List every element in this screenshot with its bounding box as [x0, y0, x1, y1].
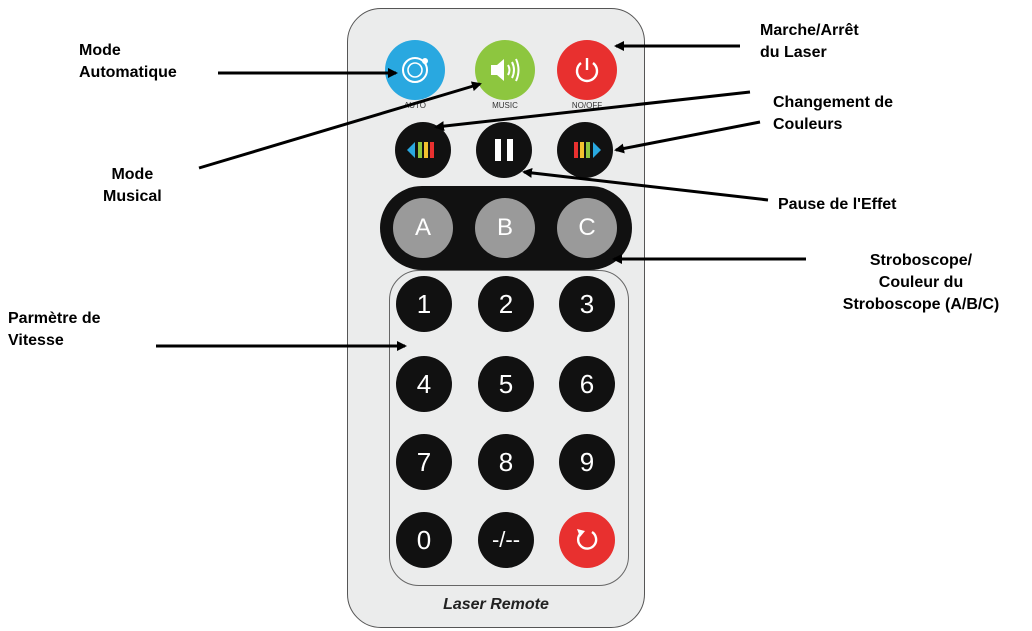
label-speed: Parmètre de Vitesse: [8, 308, 101, 352]
key-8[interactable]: 8: [478, 434, 534, 490]
label-line: Mode: [79, 42, 121, 59]
label-color-change: Changement de Couleurs: [773, 92, 893, 136]
color-next-button[interactable]: [557, 122, 613, 178]
strobe-b-button[interactable]: B: [475, 198, 535, 258]
arrow-pause: [522, 167, 769, 202]
label-line: Automatique: [79, 64, 177, 81]
label-on-off: Marche/Arrêt du Laser: [760, 20, 859, 64]
label-line: Stroboscope (A/B/C): [842, 296, 1000, 313]
brand-label: Laser Remote: [443, 596, 549, 613]
key-9[interactable]: 9: [559, 434, 615, 490]
reset-icon: [576, 529, 598, 550]
arrow-color-next: [614, 120, 761, 154]
label-strobe: Stroboscope/ Couleur du Stroboscope (A/B…: [810, 250, 1032, 316]
key-0[interactable]: 0: [396, 512, 452, 568]
music-label: MUSIC: [492, 101, 518, 110]
label-line: Couleurs: [773, 116, 843, 133]
power-button[interactable]: [557, 40, 617, 100]
power-icon: [575, 58, 599, 83]
strobe-c-button[interactable]: C: [557, 198, 617, 258]
pause-icon: [495, 139, 513, 161]
arrow-music: [198, 81, 482, 170]
label-line: Mode: [111, 166, 154, 183]
label-pause: Pause de l'Effet: [778, 194, 897, 216]
pause-button[interactable]: [476, 122, 532, 178]
music-button[interactable]: [475, 40, 535, 100]
reset-button[interactable]: [559, 512, 615, 568]
color-prev-button[interactable]: [395, 122, 451, 178]
label-line: Parmètre de: [8, 310, 101, 327]
label-line: Couleur du: [878, 274, 964, 291]
key-4[interactable]: 4: [396, 356, 452, 412]
key-2[interactable]: 2: [478, 276, 534, 332]
speaker-icon: [491, 58, 520, 82]
key-5[interactable]: 5: [478, 356, 534, 412]
label-line: Marche/Arrêt: [760, 22, 859, 39]
orbit-icon: [402, 57, 428, 83]
label-line: Stroboscope/: [869, 252, 973, 269]
label-line: Changement de: [773, 94, 894, 111]
power-label: NO/OFF: [571, 101, 603, 110]
key-7[interactable]: 7: [396, 434, 452, 490]
key-1[interactable]: 1: [396, 276, 452, 332]
key-6[interactable]: 6: [559, 356, 615, 412]
label-line: Musical: [103, 188, 162, 205]
color-next-icon: [574, 142, 601, 158]
auto-label: AUTO: [403, 101, 427, 110]
label-mode-music: Mode Musical: [103, 164, 162, 208]
strobe-a-button[interactable]: A: [393, 198, 453, 258]
key-3[interactable]: 3: [559, 276, 615, 332]
label-line: Pause de l'Effet: [778, 196, 897, 213]
label-line: Vitesse: [8, 332, 64, 349]
label-line: du Laser: [760, 44, 827, 61]
label-mode-auto: Mode Automatique: [79, 40, 177, 84]
color-prev-icon: [407, 142, 434, 158]
keypad-frame: [389, 270, 629, 586]
key-dash[interactable]: -/--: [478, 512, 534, 568]
arrow-color-prev: [434, 90, 751, 132]
